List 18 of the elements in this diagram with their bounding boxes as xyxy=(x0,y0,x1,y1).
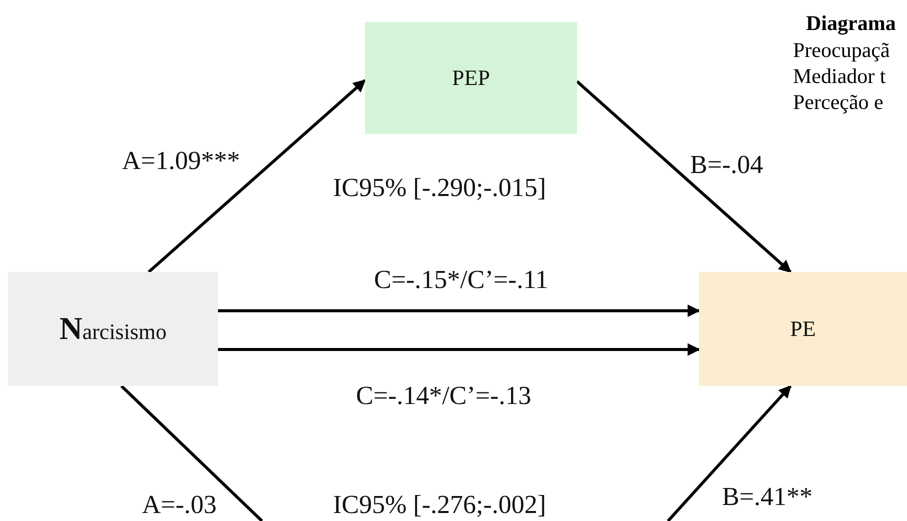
edge-label: B=.41** xyxy=(722,484,813,510)
edge-label: A=-.03 xyxy=(142,492,217,518)
confidence-interval-label: IC95% [-.276;-.002] xyxy=(333,492,546,518)
edge-label: C=-.15*/C’=-.11 xyxy=(374,267,548,293)
legend-title: Diagrama xyxy=(806,13,896,34)
edge-label: B=-.04 xyxy=(690,152,764,178)
edge-label: C=-.14*/C’=-.13 xyxy=(356,383,532,409)
variable-box xyxy=(699,272,907,386)
legend-text: Perceção e xyxy=(793,92,884,113)
node-label: PEP xyxy=(452,65,490,91)
name-box xyxy=(8,272,218,386)
variable-box xyxy=(365,22,577,134)
legend-text: Preocupaçã xyxy=(793,40,890,61)
node-label: Narcisismo xyxy=(59,311,167,347)
node-label: PE xyxy=(790,316,816,342)
legend-text: Mediador t xyxy=(793,66,886,87)
edge-label: A=1.09*** xyxy=(122,148,240,174)
confidence-interval-label: IC95% [-.290;-.015] xyxy=(333,175,546,201)
